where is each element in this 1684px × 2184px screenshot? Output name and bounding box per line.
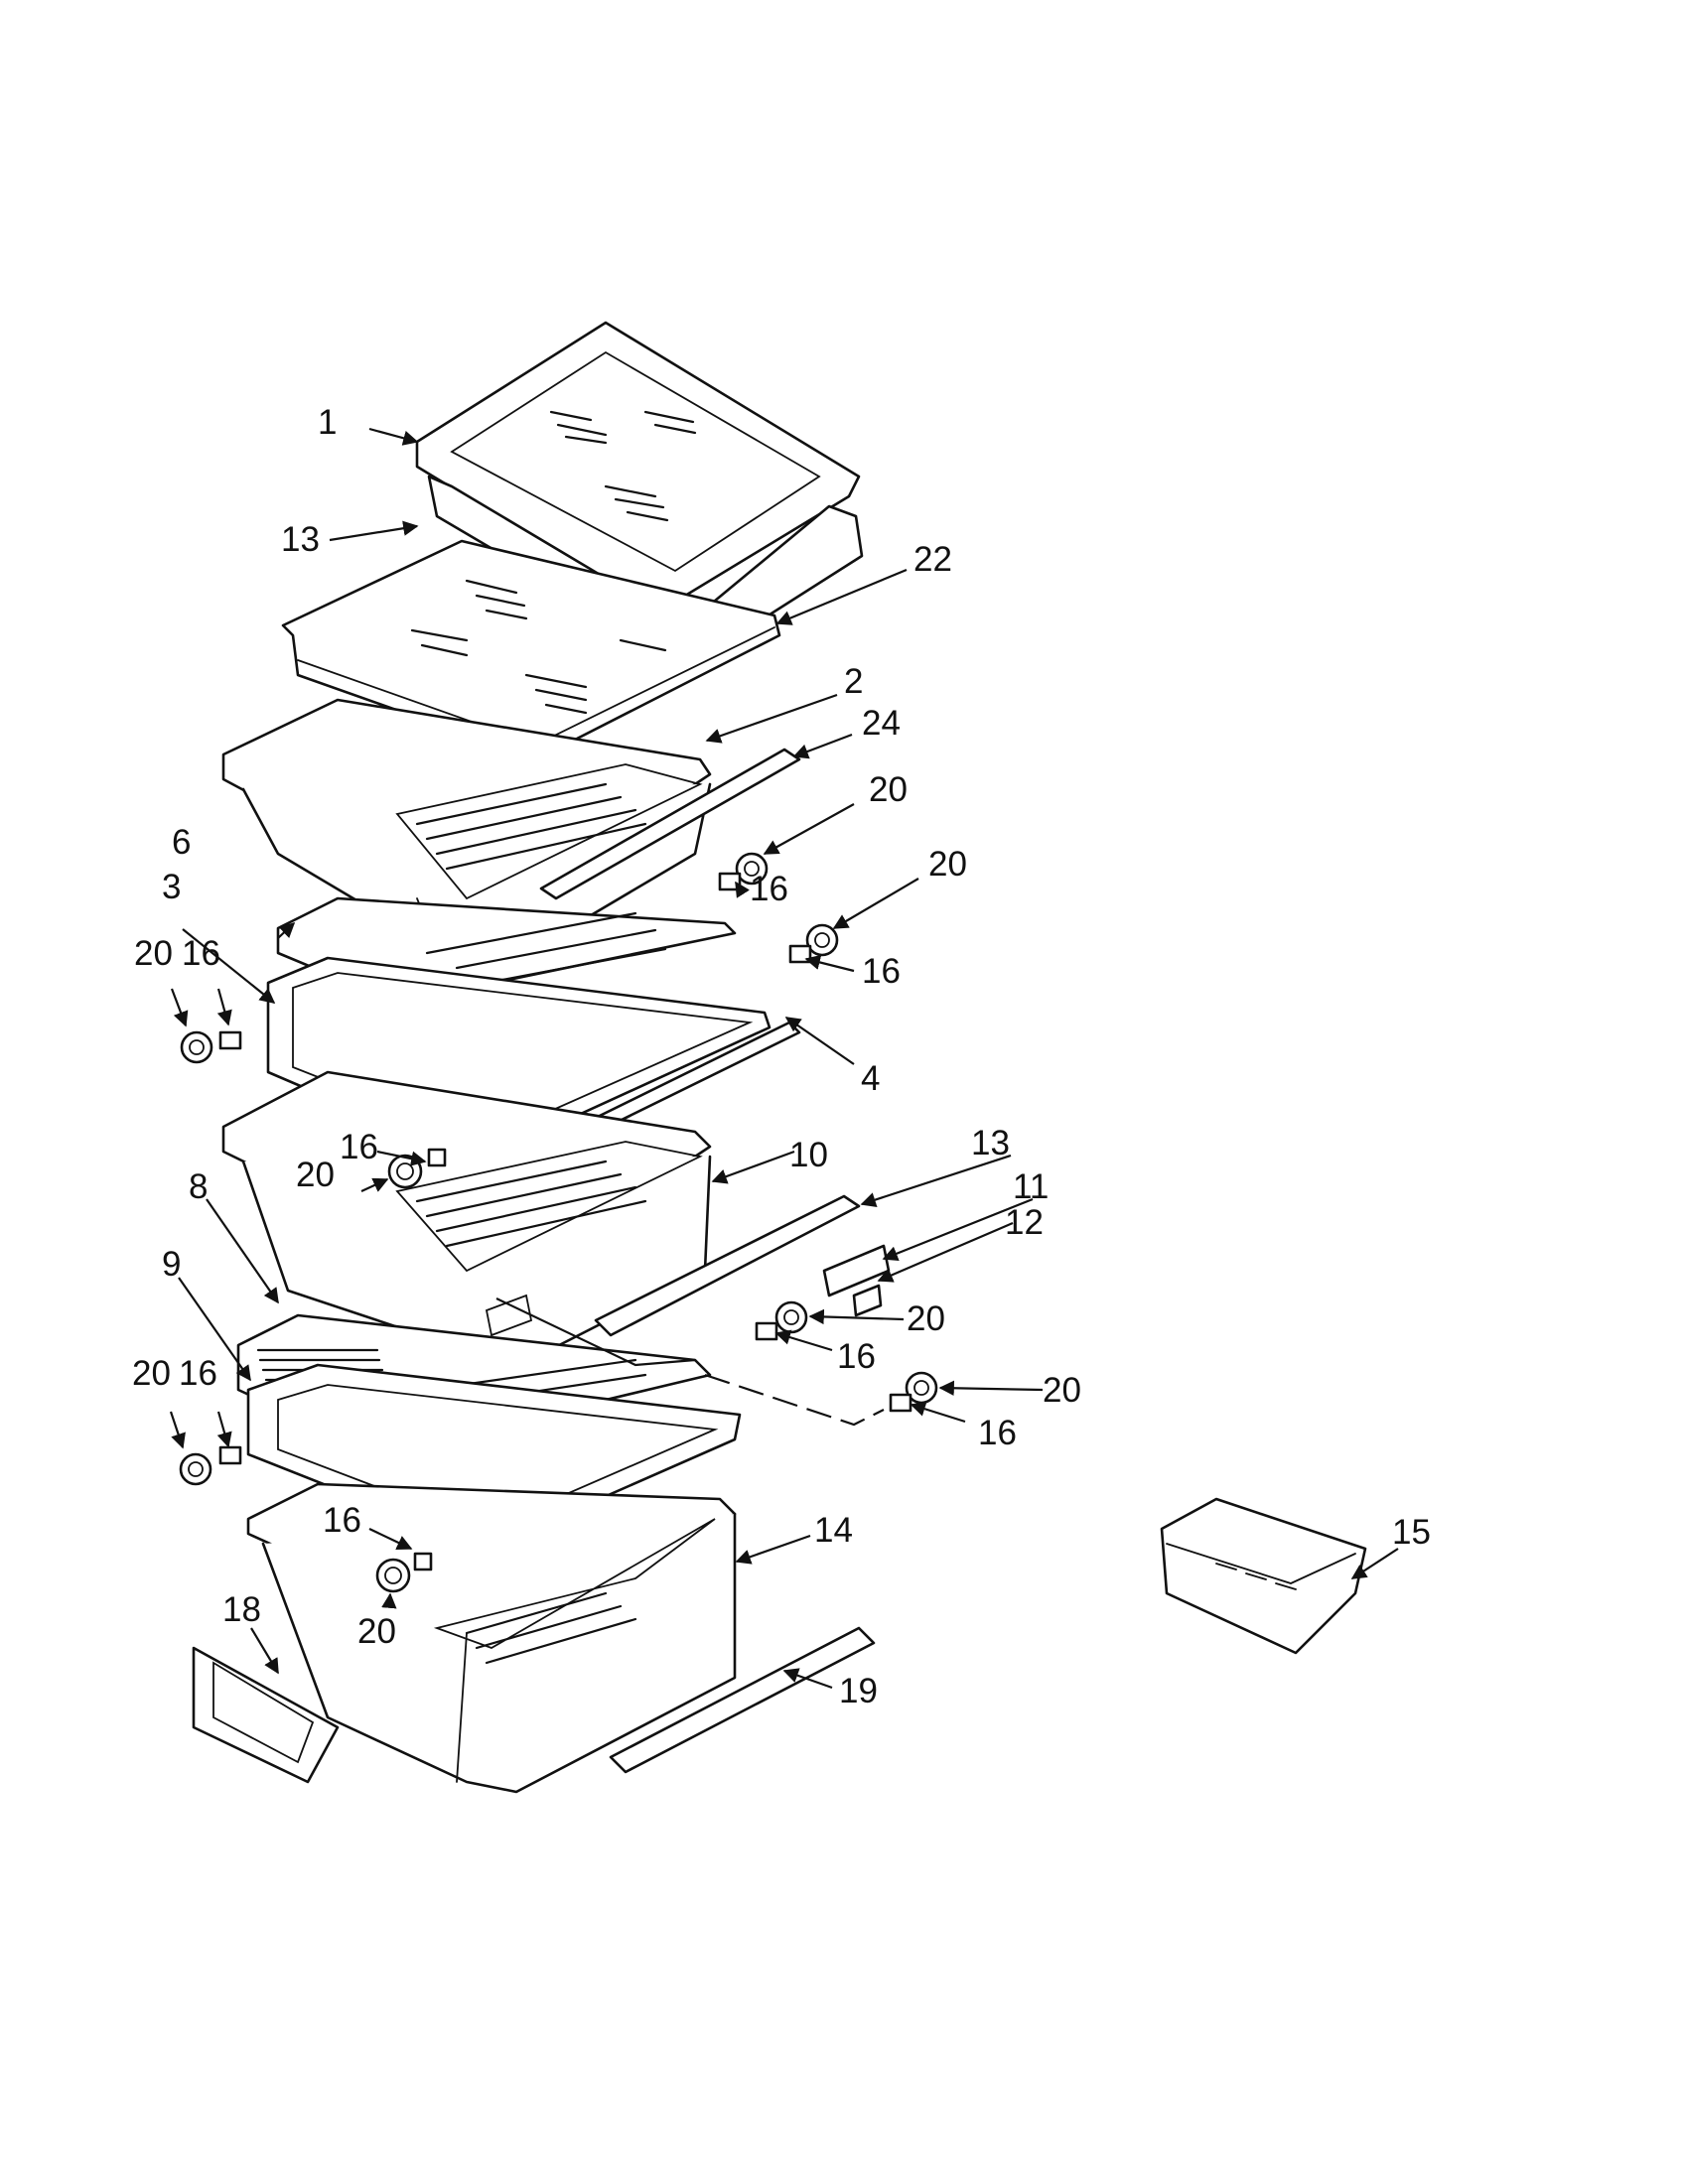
callout-21d: 20 xyxy=(907,1299,945,1338)
callout-17a: 16 xyxy=(750,870,788,908)
callout-6: 8 xyxy=(189,1167,208,1206)
callout-8: 9 xyxy=(162,1245,181,1284)
callout-21e: 20 xyxy=(1043,1371,1081,1410)
callout-12: 12 xyxy=(1005,1203,1044,1242)
callout-20a: 20 xyxy=(296,1156,335,1194)
callout-21f: 20 xyxy=(132,1354,171,1393)
callout-17b: 16 xyxy=(862,952,901,991)
callout-10: 10 xyxy=(789,1136,828,1174)
drawer-handle-13 xyxy=(594,1194,861,1337)
callout-22: 22 xyxy=(913,540,952,579)
clip-12 xyxy=(852,1284,883,1317)
arrow-leaders xyxy=(169,427,1399,1690)
callout-13: 13 xyxy=(971,1124,1010,1162)
callout-16b: 16 xyxy=(323,1501,361,1540)
callout-14: 14 xyxy=(814,1511,853,1550)
callout-18: 18 xyxy=(222,1590,261,1629)
callout-17f: 16 xyxy=(179,1354,217,1393)
dash-leader-lower xyxy=(704,1373,885,1427)
crisper-drawer-2 xyxy=(221,698,712,985)
callout-11: 11 xyxy=(1013,1167,1049,1206)
callout-21c: 20 xyxy=(134,934,173,973)
callout-17e: 16 xyxy=(978,1414,1017,1452)
callout-4: 4 xyxy=(861,1059,880,1098)
solid-leader-10 xyxy=(495,1297,696,1367)
callout-20b: 20 xyxy=(357,1612,396,1651)
callout-5: 6 xyxy=(172,823,191,862)
callout-19: 19 xyxy=(839,1672,878,1710)
callout-1: 1 xyxy=(318,403,337,442)
callout-17c: 16 xyxy=(182,934,220,973)
drawer-handle-19 xyxy=(609,1626,876,1774)
callout-17d: 16 xyxy=(837,1337,876,1376)
callout-labels: 1 13 22 2 24 20 16 20 16 6 3 20 16 4 16 … xyxy=(132,403,1431,1710)
glass-shelf-22 xyxy=(281,539,781,761)
label-plate-18 xyxy=(192,1646,340,1784)
callout-16a: 16 xyxy=(340,1128,378,1166)
callout-3: 3 xyxy=(162,868,181,906)
drawer-handle-24 xyxy=(539,748,801,900)
callout-21a: 20 xyxy=(869,770,908,809)
callout-2: 2 xyxy=(844,662,863,701)
callout-15: 15 xyxy=(1392,1513,1431,1552)
callout-21b: 20 xyxy=(928,845,967,884)
door-bin-15 xyxy=(1160,1497,1367,1655)
callout-9: 13 xyxy=(281,520,320,559)
callout-24: 24 xyxy=(862,704,901,743)
